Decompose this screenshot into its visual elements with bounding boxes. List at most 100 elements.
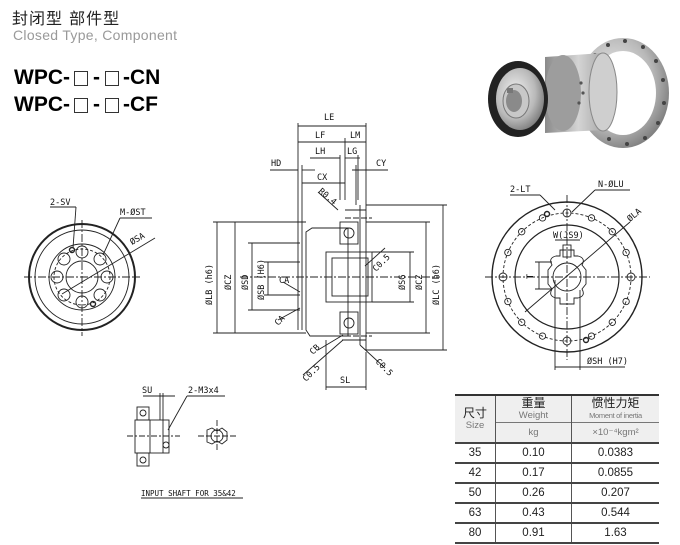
tapped-hole: [543, 210, 551, 218]
table-row: 35 0.10 0.0383: [455, 442, 659, 463]
label-m-st: M-ØST: [120, 207, 146, 218]
tapped-hole: [582, 336, 590, 344]
bolt-hole: [518, 228, 526, 236]
header-weight: 重量 Weight: [495, 394, 572, 423]
label-sg: ØSG: [397, 275, 408, 290]
header-inertia-en: Moment of inertia: [589, 411, 642, 420]
ratio-placeholder-box: [105, 97, 119, 113]
label-ca-top: CA: [279, 276, 289, 286]
label-lm: LM: [350, 131, 360, 141]
size-placeholder-box: [74, 70, 88, 86]
cell-inertia: 1.63: [571, 522, 659, 544]
bolt-hole: [538, 214, 547, 222]
model-prefix: WPC-: [14, 93, 70, 116]
label-cy: CY: [376, 159, 386, 169]
cell-inertia: 0.0383: [571, 442, 659, 463]
spec-table: 尺寸 Size 重量 Weight 惯性力矩 Moment of inertia…: [455, 394, 659, 544]
right-end-view: [485, 189, 650, 370]
table-row: 63 0.43 0.544: [455, 502, 659, 523]
bolt-hole: [504, 297, 512, 306]
product-photo: [488, 38, 669, 148]
cell-weight: 0.91: [495, 522, 572, 544]
label-n-lu: N-ØLU: [598, 179, 624, 190]
cell-weight: 0.43: [495, 502, 572, 523]
bolt-hole: [608, 228, 616, 236]
model-prefix: WPC-: [14, 66, 70, 89]
label-w: W(JS9): [553, 231, 584, 241]
page-title-english: Closed Type, Component: [13, 27, 178, 43]
ratio-placeholder-box: [105, 70, 119, 86]
label-sd: ØSD: [240, 275, 251, 290]
label-sh: ØSH (H7): [587, 356, 628, 367]
wave-generator: [488, 61, 548, 137]
header-weight-cn: 重量: [521, 396, 546, 410]
label-hd: HD: [271, 159, 281, 169]
model-separator: -: [93, 93, 100, 116]
header-size-en: Size: [465, 420, 485, 431]
inertia-unit: ×10⁻⁴kgm²: [571, 422, 659, 443]
cell-weight: 0.26: [495, 482, 572, 503]
model-separator: -: [93, 66, 100, 89]
header-weight-en: Weight: [518, 410, 549, 421]
cell-size: 80: [455, 522, 496, 544]
input-shaft-caption: INPUT SHAFT FOR 35&42: [141, 489, 236, 498]
header-size: 尺寸 Size: [455, 394, 496, 443]
cell-weight: 0.10: [495, 442, 572, 463]
label-cz-left: ØCZ: [223, 275, 234, 290]
bolt-hole: [587, 214, 596, 222]
header-size-cn: 尺寸: [462, 406, 487, 420]
table-row: 42 0.17 0.0855: [455, 462, 659, 483]
label-lb: ØLB (h6): [204, 264, 215, 305]
cell-weight: 0.17: [495, 462, 572, 483]
cell-inertia: 0.544: [571, 502, 659, 523]
section-view: [213, 123, 447, 390]
model-suffix: -CN: [123, 66, 161, 89]
model-code-cf: WPC- - -CF: [14, 93, 158, 117]
label-m3x4: 2-M3x4: [188, 386, 219, 396]
model-suffix: -CF: [123, 93, 158, 116]
cell-inertia: 0.0855: [571, 462, 659, 483]
cell-size: 35: [455, 442, 496, 463]
model-code-cn: WPC- - -CN: [14, 66, 160, 90]
size-placeholder-box: [74, 97, 88, 113]
label-t: T: [526, 274, 536, 279]
bolt-hole: [622, 297, 630, 306]
table-row: 50 0.26 0.207: [455, 482, 659, 503]
table-row: 80 0.91 1.63: [455, 522, 659, 544]
bolt-hole: [518, 318, 526, 326]
bolt-hole: [622, 248, 630, 257]
weight-unit: kg: [495, 422, 572, 443]
label-sl: SL: [340, 376, 350, 386]
label-cb: CB: [308, 343, 322, 357]
label-2-sv: 2-SV: [50, 198, 70, 208]
label-c05-right: C0.5: [373, 357, 395, 379]
label-su: SU: [142, 386, 152, 396]
bolt-hole: [608, 318, 616, 326]
label-sb: ØSB (H6): [256, 259, 267, 300]
label-lc: ØLC (h6): [431, 264, 442, 305]
cell-size: 42: [455, 462, 496, 483]
input-shaft-detail: [127, 393, 243, 499]
cell-size: 50: [455, 482, 496, 503]
label-cz-right: ØCZ: [414, 275, 425, 290]
label-la: ØLA: [625, 206, 644, 224]
header-inertia-cn: 惯性力矩: [591, 396, 640, 410]
label-lh: LH: [315, 147, 325, 157]
left-end-view: [24, 206, 156, 336]
label-le: LE: [324, 113, 334, 123]
label-cx: CX: [317, 173, 328, 183]
label-lf: LF: [315, 131, 325, 141]
bolt-hole: [538, 332, 547, 340]
bolt-hole: [504, 248, 512, 257]
page-title-chinese: 封闭型 部件型: [12, 9, 121, 28]
bolt-hole: [587, 332, 596, 340]
label-lg: LG: [347, 147, 357, 157]
header-inertia: 惯性力矩 Moment of inertia: [571, 394, 659, 423]
label-c05-left: C0.5: [301, 363, 323, 385]
label-r04: R0.4: [316, 187, 338, 208]
cell-inertia: 0.207: [571, 482, 659, 503]
cell-size: 63: [455, 502, 496, 523]
flexspline-cup: [545, 52, 618, 133]
label-c05-inner: C0.5: [371, 253, 393, 275]
